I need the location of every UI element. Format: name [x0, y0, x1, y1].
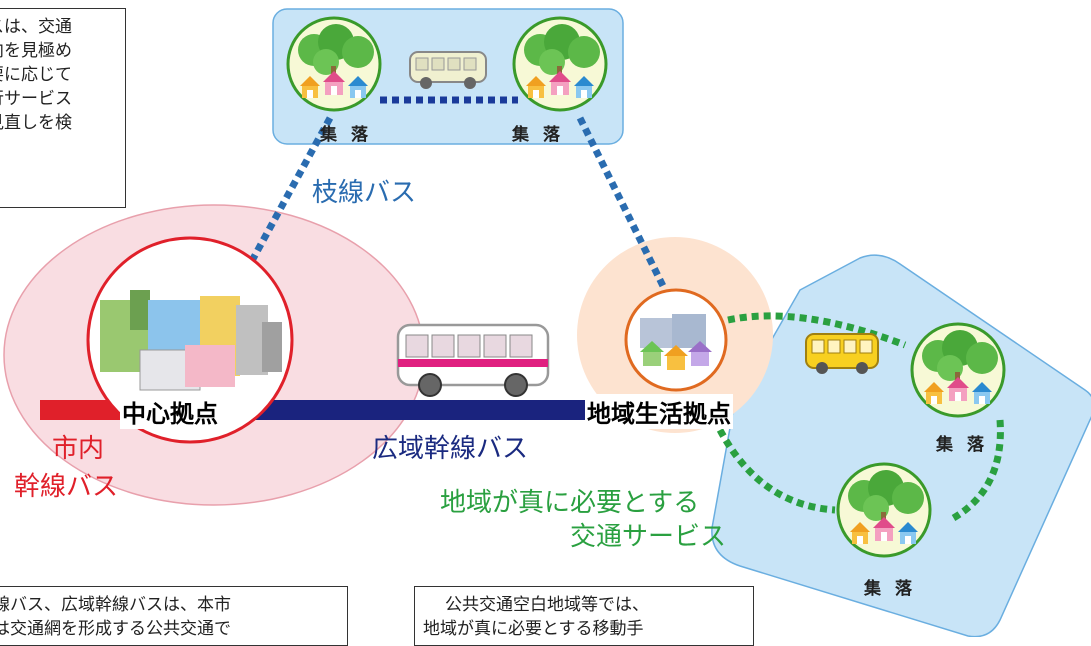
- central-hub: [86, 236, 294, 444]
- village-label: 集落: [936, 435, 998, 455]
- note-line: 行サービス: [0, 89, 72, 109]
- town-buildings-icon: [640, 314, 712, 370]
- trunk-bus-label: 広域幹線バス: [372, 434, 529, 464]
- note-line: は交通網を形成する公共交通で: [0, 619, 231, 639]
- note-line: 見直しを検: [0, 113, 72, 133]
- city-trunk-bus-label-line1: 市内: [52, 434, 105, 464]
- note-line: 線バス、広域幹線バスは、本市: [0, 595, 231, 615]
- note-bottom-center: 公共交通空白地域等では、 地域が真に必要とする移動手: [414, 586, 754, 646]
- note-line: 公共交通空白地域等では、: [445, 595, 649, 615]
- village-icon: [512, 16, 608, 112]
- local-hub-label: 地域生活拠点: [585, 394, 733, 429]
- note-line: 向を見極め: [0, 41, 72, 61]
- bus-large-icon: [396, 323, 550, 397]
- branch-bus-route-left: [244, 116, 334, 270]
- note-line: スは、交通: [0, 17, 72, 37]
- city-trunk-bus-label-line2: 幹線バス: [14, 472, 119, 502]
- village-label: 集落: [864, 579, 926, 599]
- local-hub: [624, 288, 728, 392]
- branch-bus-label: 枝線バス: [312, 178, 417, 208]
- village-icon: [910, 322, 1006, 418]
- local-service-label-line2: 交通サービス: [570, 522, 727, 552]
- city-buildings-icon: [100, 290, 282, 391]
- local-service-label-line1: 地域が真に必要とする: [440, 488, 700, 518]
- village-icon: [836, 462, 932, 558]
- bus-yellow-icon: [805, 333, 879, 374]
- central-hub-label: 中心拠点: [120, 394, 220, 429]
- bus-small-icon: [409, 51, 487, 89]
- local-service-route: [716, 312, 1004, 524]
- branch-bus-route-right: [576, 116, 669, 292]
- city-trunk-bus-line: [40, 400, 120, 420]
- village-icon: [286, 16, 382, 112]
- village-label: 集落: [512, 125, 574, 145]
- note-line: 要に応じて: [0, 65, 72, 85]
- trunk-bus-line: [255, 400, 585, 420]
- note-line: 地域が真に必要とする移動手: [423, 619, 644, 639]
- note-bottom-left: 線バス、広域幹線バスは、本市 は交通網を形成する公共交通で: [0, 586, 348, 646]
- village-label: 集落: [320, 125, 382, 145]
- note-top-left: スは、交通 向を見極め 要に応じて 行サービス 見直しを検: [0, 8, 126, 208]
